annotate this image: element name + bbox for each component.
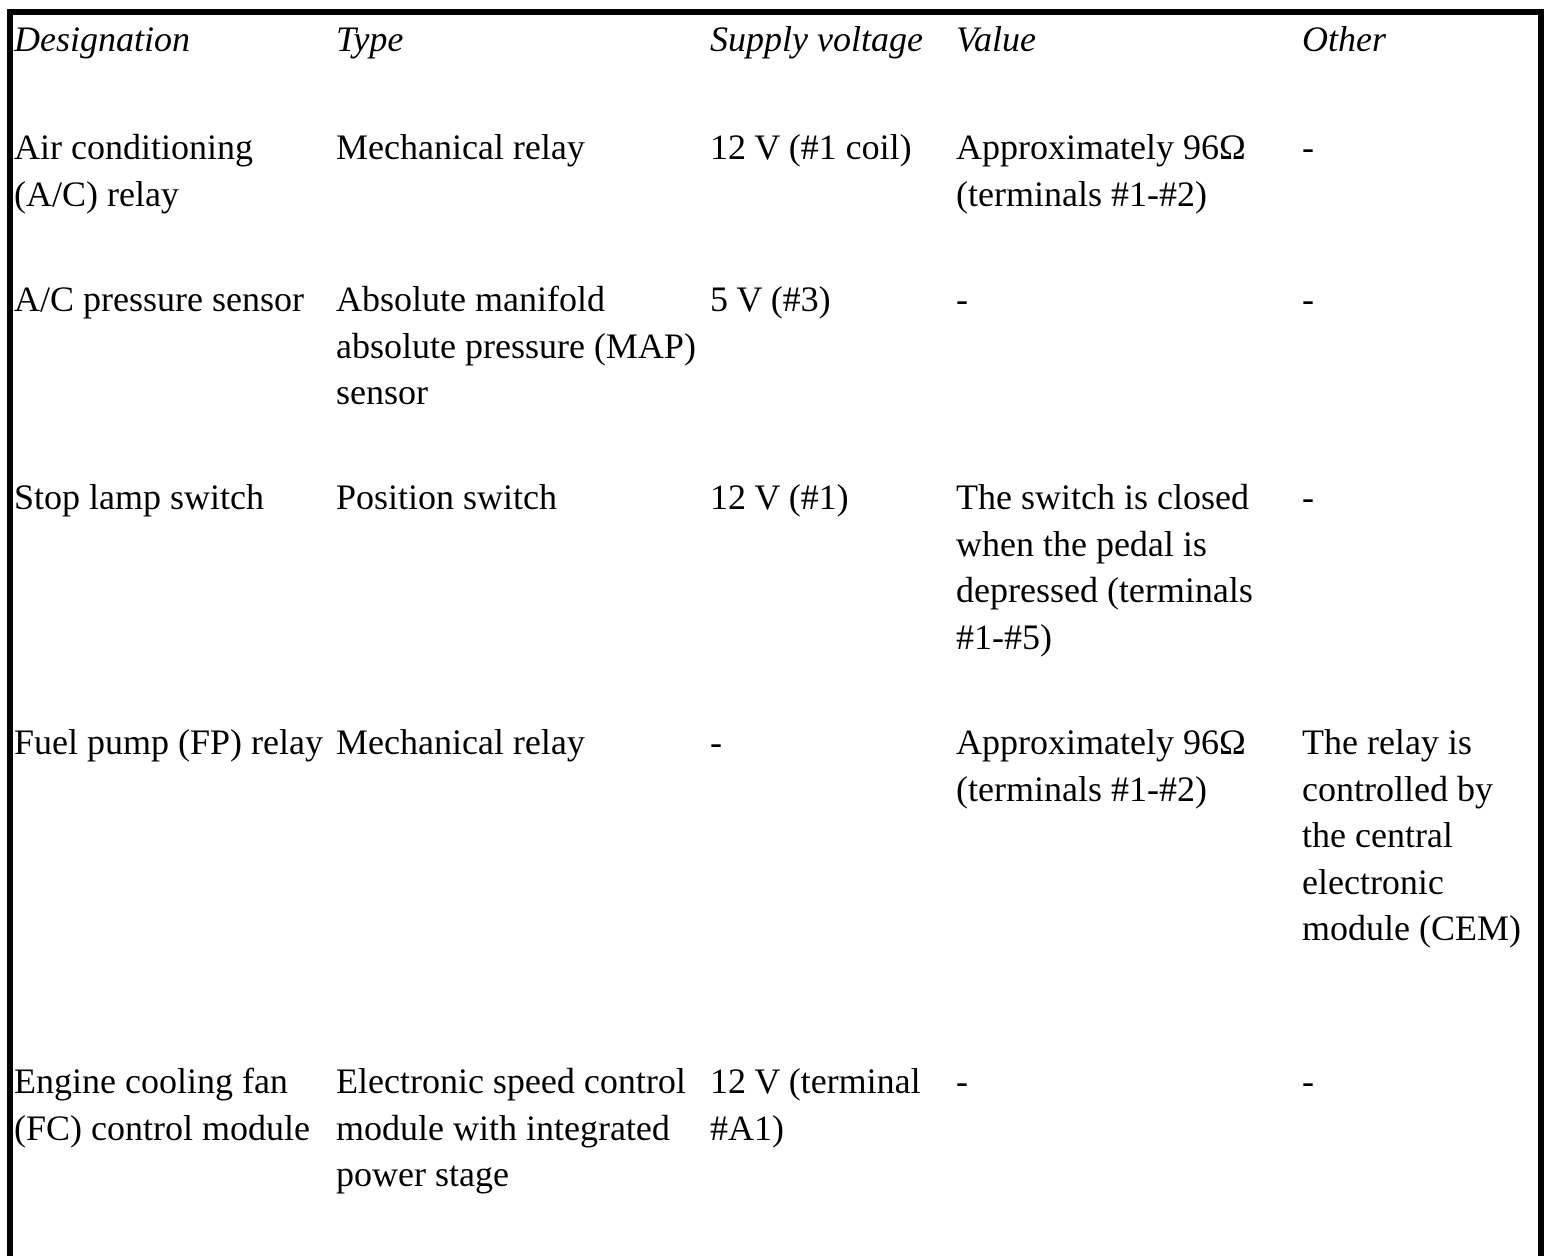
cell-supply-voltage: 12 V (terminal #A1) xyxy=(710,1061,921,1148)
cell-type: Position switch xyxy=(336,477,558,517)
cell-value: The switch is closed when the pedal is d… xyxy=(956,477,1253,657)
table-frame xyxy=(7,9,1544,1256)
cell-other: - xyxy=(1302,1061,1314,1101)
table-row: Air conditioning (A/C) relay Mechanical … xyxy=(14,124,1524,276)
cell-designation: Air conditioning (A/C) relay xyxy=(14,127,253,214)
header-value: Value xyxy=(956,19,1036,59)
cell-other: - xyxy=(1302,279,1314,319)
cell-value: - xyxy=(956,1061,968,1101)
header-designation: Designation xyxy=(14,19,190,59)
cell-value: Approximately 96Ω (terminals #1-#2) xyxy=(956,127,1246,214)
table-row: A/C pressure sensor Absolute manifold ab… xyxy=(14,276,1524,474)
cell-supply-voltage: - xyxy=(710,722,722,762)
header-supply-voltage: Supply voltage xyxy=(710,19,923,59)
cell-type: Mechanical relay xyxy=(336,722,585,762)
cell-other: - xyxy=(1302,127,1314,167)
table-row: Fuel pump (FP) relay Mechanical relay - … xyxy=(14,719,1524,1058)
cell-designation: Engine cooling fan (FC) control module xyxy=(14,1061,310,1148)
cell-designation: A/C pressure sensor xyxy=(14,279,304,319)
cell-designation: Stop lamp switch xyxy=(14,477,264,517)
table-row: Engine cooling fan (FC) control module E… xyxy=(14,1058,1524,1251)
cell-supply-voltage: 5 V (#3) xyxy=(710,279,831,319)
cell-supply-voltage: 12 V (#1 coil) xyxy=(710,127,912,167)
cell-other: - xyxy=(1302,477,1314,517)
cell-type: Electronic speed control module with int… xyxy=(336,1061,686,1194)
cell-value: - xyxy=(956,279,968,319)
cell-other: The relay is controlled by the central e… xyxy=(1302,722,1521,948)
cell-type: Absolute manifold absolute pressure (MAP… xyxy=(336,279,696,412)
cell-value: Approximately 96Ω (terminals #1-#2) xyxy=(956,722,1246,809)
table-row: Stop lamp switch Position switch 12 V (#… xyxy=(14,474,1524,719)
cell-supply-voltage: 12 V (#1) xyxy=(710,477,849,517)
component-spec-table: Designation Type Supply voltage Value Ot… xyxy=(14,16,1524,1251)
table-header-row: Designation Type Supply voltage Value Ot… xyxy=(14,16,1524,124)
header-type: Type xyxy=(336,19,404,59)
cell-designation: Fuel pump (FP) relay xyxy=(14,722,323,762)
cell-type: Mechanical relay xyxy=(336,127,585,167)
header-other: Other xyxy=(1302,19,1386,59)
